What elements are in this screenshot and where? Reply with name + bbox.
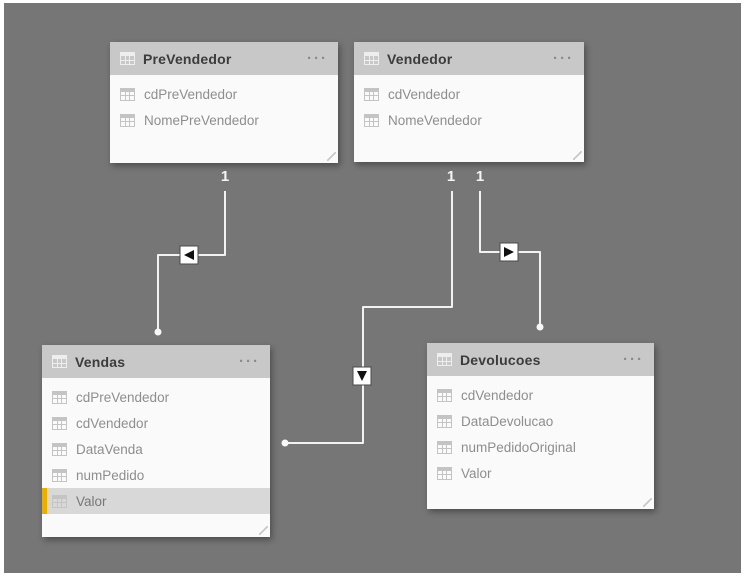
table-title: Vendas xyxy=(75,353,126,370)
field-icon xyxy=(120,87,135,101)
field-row-numpedidooriginal[interactable]: numPedidoOriginal xyxy=(427,434,654,460)
resize-handle[interactable] xyxy=(327,152,336,161)
field-row-valor[interactable]: Valor xyxy=(427,460,654,486)
field-icon xyxy=(52,494,67,508)
field-label: cdVendedor xyxy=(388,86,461,102)
field-row-cdvendedor[interactable]: cdVendedor xyxy=(354,81,584,107)
table-icon xyxy=(364,52,379,65)
field-label: Valor xyxy=(76,493,107,509)
many-endpoint-dot xyxy=(281,439,289,447)
field-icon xyxy=(120,113,135,127)
field-icon xyxy=(437,440,452,454)
field-label: numPedidoOriginal xyxy=(461,439,576,455)
field-label: numPedido xyxy=(76,467,145,483)
table-header[interactable]: Vendedor ··· xyxy=(354,42,584,75)
field-row-valor-selected[interactable]: Valor xyxy=(42,488,270,514)
field-icon xyxy=(52,390,67,404)
field-list: cdPreVendedor cdVendedor DataVenda numPe… xyxy=(42,378,270,514)
arrow-right-icon xyxy=(504,247,514,257)
arrow-down-icon xyxy=(357,371,367,381)
field-icon xyxy=(437,466,452,480)
field-row-cdvendedor[interactable]: cdVendedor xyxy=(427,382,654,408)
more-options-icon[interactable]: ··· xyxy=(239,353,260,370)
table-card-vendas[interactable]: Vendas ··· cdPreVendedor cdVendedor Data… xyxy=(42,345,270,537)
field-row-cdprevendedor[interactable]: cdPreVendedor xyxy=(110,81,338,107)
field-label: cdPreVendedor xyxy=(144,86,238,102)
table-icon xyxy=(120,52,135,65)
field-icon xyxy=(437,414,452,428)
field-icon xyxy=(364,87,379,101)
cardinality-label-one: 1 xyxy=(446,168,456,185)
many-endpoint-dot xyxy=(536,323,544,331)
field-label: cdVendedor xyxy=(461,387,534,403)
field-label: cdPreVendedor xyxy=(76,389,170,405)
table-icon xyxy=(52,355,67,368)
more-options-icon[interactable]: ··· xyxy=(307,50,328,67)
relationship-vendedor-vendas[interactable] xyxy=(281,191,453,447)
cardinality-label-one: 1 xyxy=(220,168,230,185)
field-row-nomevendedor[interactable]: NomeVendedor xyxy=(354,107,584,133)
table-header[interactable]: Devolucoes ··· xyxy=(427,343,654,376)
field-row-datavenda[interactable]: DataVenda xyxy=(42,436,270,462)
table-header[interactable]: PreVendedor ··· xyxy=(110,42,338,75)
relationship-line[interactable] xyxy=(288,191,453,444)
field-row-cdvendedor[interactable]: cdVendedor xyxy=(42,410,270,436)
table-card-vendedor[interactable]: Vendedor ··· cdVendedor NomeVendedor xyxy=(354,42,584,162)
field-label: cdVendedor xyxy=(76,415,149,431)
resize-handle[interactable] xyxy=(573,151,582,160)
table-header[interactable]: Vendas ··· xyxy=(42,345,270,378)
relationship-vendedor-devolucoes[interactable] xyxy=(479,191,544,331)
field-label: NomePreVendedor xyxy=(144,112,259,128)
field-icon xyxy=(52,416,67,430)
more-options-icon[interactable]: ··· xyxy=(553,50,574,67)
field-list: cdVendedor NomeVendedor xyxy=(354,75,584,133)
field-list: cdPreVendedor NomePreVendedor xyxy=(110,75,338,133)
field-row-nomeprevendedor[interactable]: NomePreVendedor xyxy=(110,107,338,133)
field-label: NomeVendedor xyxy=(388,112,482,128)
table-icon xyxy=(437,353,452,366)
field-icon xyxy=(437,388,452,402)
cardinality-label-one: 1 xyxy=(475,168,485,185)
table-title: Vendedor xyxy=(387,50,453,67)
resize-handle[interactable] xyxy=(259,526,268,535)
resize-handle[interactable] xyxy=(643,498,652,507)
relationship-prevendedor-vendas[interactable] xyxy=(154,191,226,336)
field-list: cdVendedor DataDevolucao numPedidoOrigin… xyxy=(427,376,654,486)
field-icon xyxy=(52,468,67,482)
more-options-icon[interactable]: ··· xyxy=(623,351,644,368)
table-card-prevendedor[interactable]: PreVendedor ··· cdPreVendedor NomePreVen… xyxy=(110,42,338,163)
field-row-datadevolucao[interactable]: DataDevolucao xyxy=(427,408,654,434)
table-title: PreVendedor xyxy=(143,50,232,67)
field-icon xyxy=(364,113,379,127)
arrow-left-icon xyxy=(184,250,194,260)
field-label: DataDevolucao xyxy=(461,413,554,429)
field-label: DataVenda xyxy=(76,441,143,457)
field-label: Valor xyxy=(461,465,492,481)
field-row-cdprevendedor[interactable]: cdPreVendedor xyxy=(42,384,270,410)
field-row-numpedido[interactable]: numPedido xyxy=(42,462,270,488)
many-endpoint-dot xyxy=(154,328,162,336)
table-title: Devolucoes xyxy=(460,351,541,368)
field-icon xyxy=(52,442,67,456)
table-card-devolucoes[interactable]: Devolucoes ··· cdVendedor DataDevolucao … xyxy=(427,343,654,509)
